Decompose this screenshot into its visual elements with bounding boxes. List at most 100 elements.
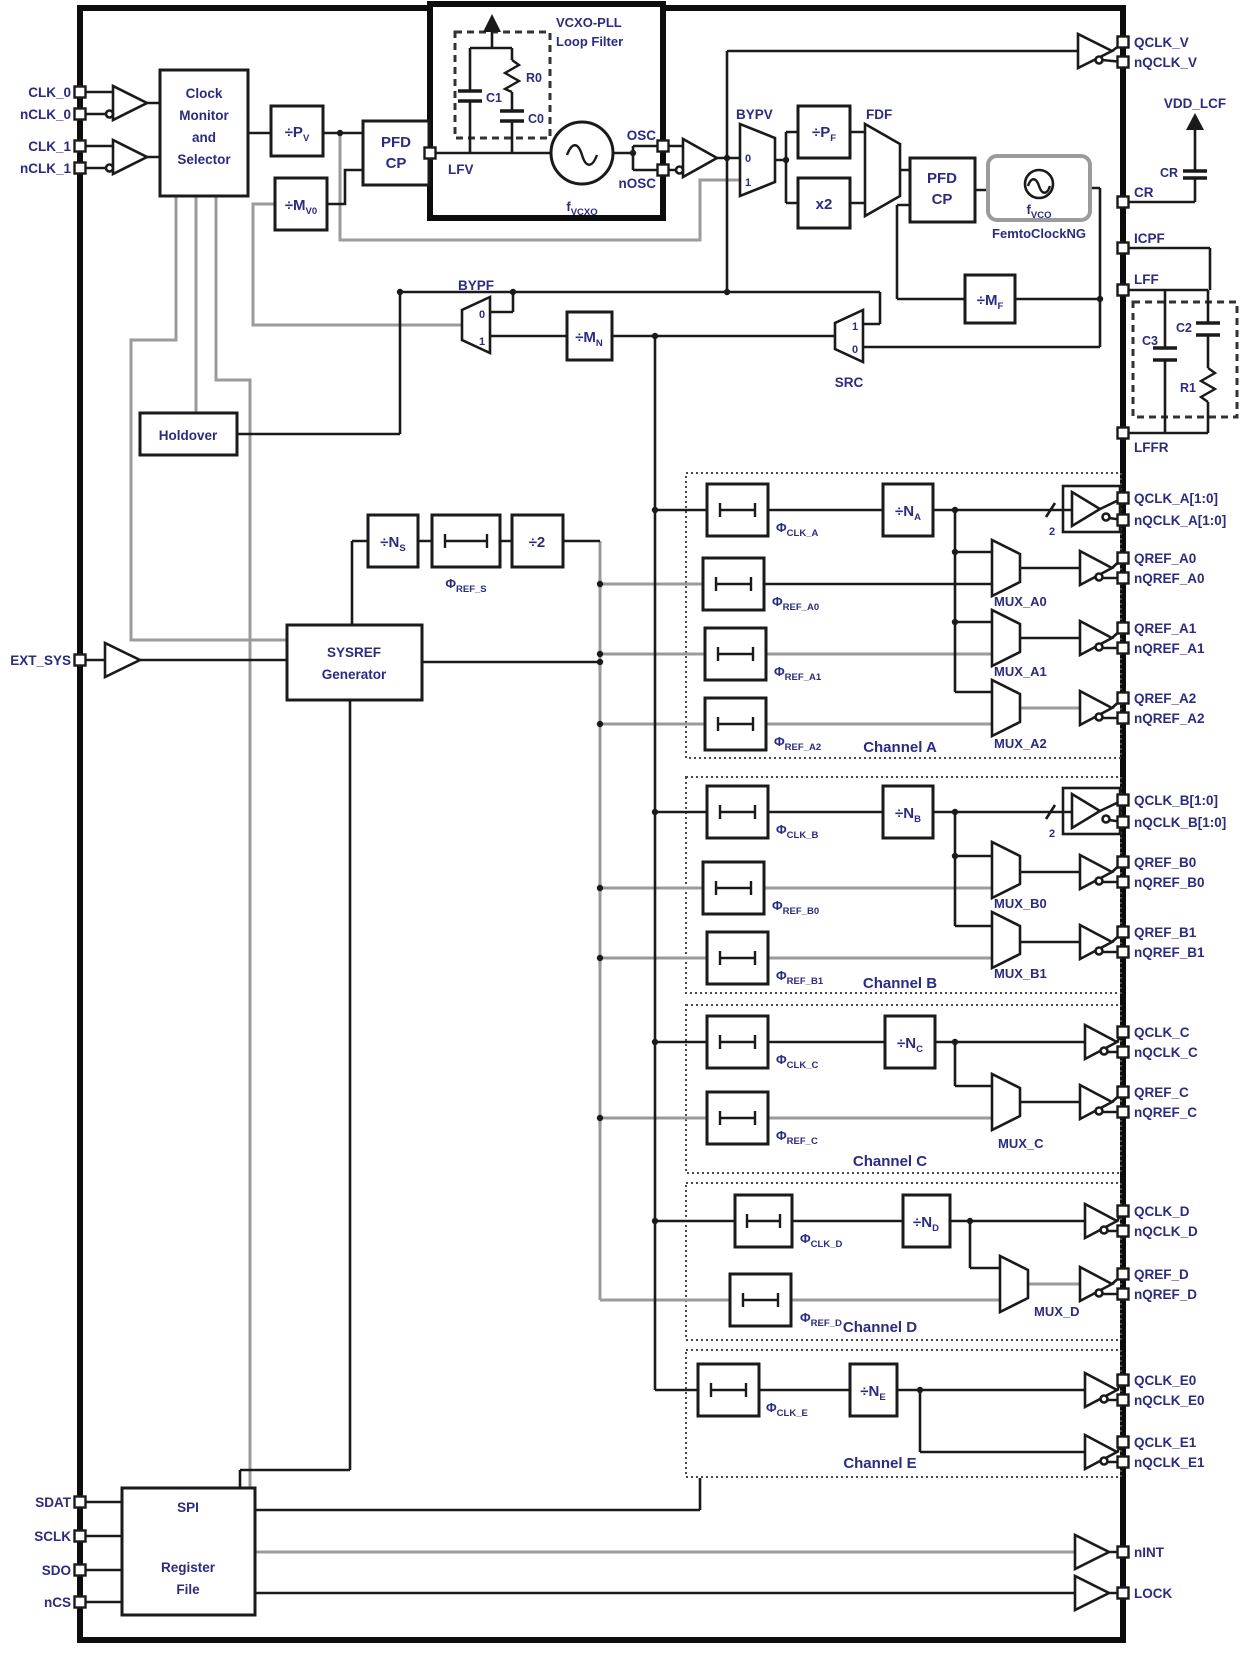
pfd2-line2: CP — [932, 191, 953, 208]
delay-symbol — [714, 503, 757, 731]
junction-dots — [336, 129, 1104, 1394]
pin-osc — [656, 139, 670, 153]
vcxo-filter-title-1: VCXO-PLL — [556, 15, 622, 30]
inverter-bubble-icon — [1101, 814, 1111, 824]
phi-ref-c-label: ΦREF_C — [776, 1128, 818, 1147]
lock-buffer — [1073, 1573, 1112, 1613]
pin-lock — [1116, 1586, 1130, 1600]
holdover-label: Holdover — [159, 428, 218, 443]
spi-label: SPI — [177, 1500, 199, 1515]
channel-c-box — [685, 1004, 1122, 1174]
pin-nqclk-e1 — [1116, 1455, 1130, 1469]
inverter-bubble-icon — [1099, 1394, 1109, 1404]
qclk-b-buffer — [1070, 791, 1103, 831]
blocks — [120, 68, 1122, 1617]
supply-arrow-icon — [483, 14, 501, 32]
pin-label-osc: OSC — [627, 128, 657, 143]
capacitor-c1-c0 — [458, 89, 524, 123]
pin-label-qref-d: QREF_D — [1134, 1267, 1189, 1282]
fvcxo-label: fVCXO — [566, 199, 597, 218]
pin-label-nqclk-d: nQCLK_D — [1134, 1224, 1198, 1239]
clock-monitor-line1: Clock — [186, 86, 223, 101]
pin-sdat — [73, 1495, 87, 1509]
pin-label-qref-a0: QREF_A0 — [1134, 551, 1196, 566]
delay-clk-e-block — [696, 1362, 761, 1418]
sine-icon — [1026, 178, 1052, 194]
pin-qclk-d — [1116, 1204, 1130, 1218]
mux-b1 — [990, 909, 1022, 971]
inverter-bubble-icon — [1094, 1106, 1104, 1116]
femtoclock-label: FemtoClockNG — [992, 226, 1086, 241]
pin-label-lock: LOCK — [1134, 1586, 1172, 1601]
bypf-label: BYPF — [458, 278, 494, 293]
div-nb-label: ÷NB — [895, 805, 921, 825]
pin-cr — [1116, 195, 1130, 209]
pin-label-nqclk-c: nQCLK_C — [1134, 1045, 1198, 1060]
pin-qref-c — [1116, 1085, 1130, 1099]
wire-segment — [1129, 130, 1212, 435]
channel-a-title: Channel A — [863, 739, 937, 756]
pin-nqclk-c — [1116, 1045, 1130, 1059]
channel-d-title: Channel D — [843, 1319, 917, 1336]
pin-label-lfv: LFV — [448, 162, 474, 177]
pin-label-qref-c: QREF_C — [1134, 1085, 1189, 1100]
pin-label-qref-b1: QREF_B1 — [1134, 925, 1197, 940]
div-nd-block — [901, 1193, 952, 1249]
wire-segment — [237, 290, 882, 1392]
labels: CLK_0 nCLK_0 CLK_1 nCLK_1 EXT_SYS SDAT S… — [10, 15, 1226, 1610]
wire-segment — [85, 700, 1123, 1604]
inverter-bubble-icon — [1094, 572, 1104, 582]
pin-label-nqref-b0: nQREF_B0 — [1134, 875, 1205, 890]
pin-lffr — [1116, 426, 1130, 440]
clock-monitor-block — [158, 68, 250, 198]
pin-label-sdo: SDO — [42, 1563, 71, 1578]
pin-qref-a2 — [1116, 691, 1130, 705]
pin-label-cr: CR — [1134, 185, 1154, 200]
div-nd-label: ÷ND — [913, 1214, 939, 1234]
qclk-a-buffer-box — [1061, 484, 1122, 534]
phi-clk-a-label: ΦCLK_A — [776, 520, 818, 539]
pin-nqref-a1 — [1116, 641, 1130, 655]
pin-label-ncs: nCS — [44, 1595, 71, 1610]
pin-qclk-v — [1116, 35, 1130, 49]
r0-label: R0 — [526, 71, 542, 85]
pin-label-qclk-c: QCLK_C — [1134, 1025, 1190, 1040]
pin-nqref-b1 — [1116, 945, 1130, 959]
holdover-block — [138, 411, 239, 457]
src-port1: 1 — [852, 321, 858, 333]
fdf-label: FDF — [866, 107, 892, 122]
pin-label-clk1: CLK_1 — [28, 139, 71, 154]
div-nc-block — [883, 1014, 937, 1070]
delay-symbol — [714, 805, 757, 965]
phi-ref-a0-label: ΦREF_A0 — [772, 594, 819, 613]
pin-label-qref-a1: QREF_A1 — [1134, 621, 1197, 636]
x2-label: x2 — [816, 196, 833, 213]
pfd1-line2: CP — [386, 155, 407, 172]
div-mn-label: ÷MN — [575, 329, 603, 349]
phi-ref-a2-label: ΦREF_A2 — [774, 734, 821, 753]
pfd2-line1: PFD — [927, 170, 957, 187]
pin-nqclk-d — [1116, 1224, 1130, 1238]
fvco-label: fVCO — [1027, 202, 1052, 221]
channel-c-title: Channel C — [853, 1153, 927, 1170]
pin-qclk-b — [1116, 793, 1130, 807]
inverter-bubble-icon — [1094, 1288, 1104, 1298]
vco-oscillator-icon — [1023, 168, 1055, 200]
bus-width-b: 2 — [1049, 828, 1055, 840]
wire-segment — [764, 502, 1080, 694]
inverter-bubble-icon — [1094, 946, 1104, 956]
src-port0: 0 — [852, 344, 858, 356]
div-ns-block — [366, 513, 420, 569]
wire-segment — [768, 1040, 1085, 1104]
inverter-bubble-icon — [1099, 1225, 1109, 1235]
pin-label-nqref-a2: nQREF_A2 — [1134, 711, 1205, 726]
inverter-bubble-icon — [674, 165, 685, 175]
pin-label-nqref-b1: nQREF_B1 — [1134, 945, 1205, 960]
clock-monitor-line4: Selector — [177, 152, 231, 167]
pin-ext-sys — [73, 653, 87, 667]
pin-label-nqref-a0: nQREF_A0 — [1134, 571, 1205, 586]
bypv-port1: 1 — [745, 177, 751, 189]
phi-ref-s-label: ΦREF_S — [445, 576, 486, 595]
